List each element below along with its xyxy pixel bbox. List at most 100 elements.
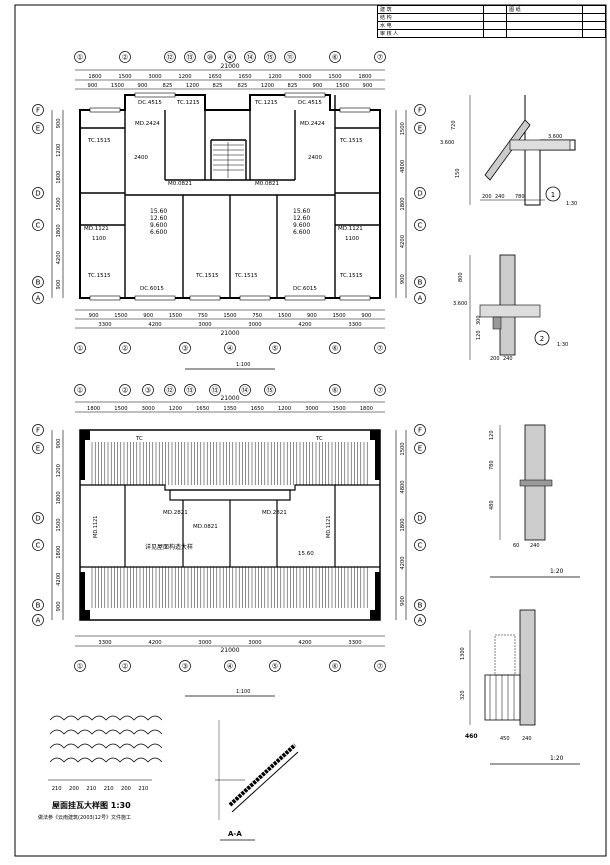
plan1-axis-top-label: ⑩ xyxy=(207,54,213,62)
plan2-dim-right: 4200 xyxy=(400,556,406,569)
plan1-dim-left: 1200 xyxy=(56,144,62,157)
title-block-row: 建 筑图 纸 xyxy=(376,5,606,14)
plan1-dim-right: 1500 xyxy=(400,122,406,135)
plan1-dim-bot1: 1500 xyxy=(114,313,127,319)
plan2-dim-left: 1800 xyxy=(56,546,62,559)
d3-dim-780: 780 xyxy=(489,460,495,470)
plan1-axis-left-label: A xyxy=(36,295,41,303)
d4-scale: 1:20 xyxy=(550,755,564,762)
plan1-axis-top-bubble xyxy=(224,51,236,63)
plan2-dim-left: 4200 xyxy=(56,573,62,586)
title-block-cell-col4 xyxy=(582,13,606,22)
plan2-dim-top: 3000 xyxy=(305,406,318,412)
plan2-axis-top-bubble xyxy=(164,384,176,396)
plan2-axis-right-label: D xyxy=(417,515,422,523)
d4-dim-450: 450 xyxy=(500,736,510,742)
plan1-axis-top-label: ⑭ xyxy=(247,54,254,62)
label-tc1215-right: TC.1215 xyxy=(254,100,278,106)
label-level-roof: 15.60 xyxy=(298,551,314,557)
plan1-axis-top-bubble xyxy=(164,51,176,63)
plan2-axis-top-bubble xyxy=(264,384,276,396)
plan2-axis-top-label: ⑥ xyxy=(332,387,338,395)
plan2-axis-bottom-bubble xyxy=(329,660,341,672)
plan2-dim-top: 1500 xyxy=(114,406,127,412)
plan1-axis-bottom-bubble xyxy=(374,342,386,354)
plan1-axis-top-label: ⑥ xyxy=(332,54,338,62)
plan2-dim-total-top: 21000 xyxy=(220,395,239,402)
plan2-axis-left-label: E xyxy=(36,445,40,453)
plan2-axis-top-label: ⑭ xyxy=(242,387,249,395)
tile-dim: 210 xyxy=(52,786,62,792)
plan2-dim-top: 1200 xyxy=(169,406,182,412)
title-block-cell-col2 xyxy=(483,13,508,22)
plan2-axis-right-label: F xyxy=(418,427,422,435)
plan2-axis-left-label: B xyxy=(36,602,41,610)
d1-scale: 1:30 xyxy=(566,201,577,207)
plan2-dim-left: 1500 xyxy=(56,518,62,531)
plan2-axis-bottom-bubble xyxy=(179,660,191,672)
d1-detail-bubble xyxy=(545,186,561,202)
plan2-dim-top: 1500 xyxy=(332,406,345,412)
d3-dim-480: 480 xyxy=(489,500,495,510)
plan1-axis-left-bubble xyxy=(32,219,44,231)
plan1-axis-left-bubble xyxy=(32,276,44,288)
d4-dim-240: 240 xyxy=(522,736,532,742)
title-block: 建 筑图 纸结 构水 电审 核 人 xyxy=(376,5,606,38)
d2-dim-300: 300 xyxy=(476,315,482,325)
plan2-axis-top-bubble xyxy=(329,384,341,396)
level-12-60-right: 12.60 xyxy=(293,215,310,222)
plan2-axis-top-bubble xyxy=(184,384,196,396)
plan1-dim-bot2: 4200 xyxy=(298,322,311,328)
d2-detail-bubble xyxy=(534,330,550,346)
plan1-axis-bottom-bubble xyxy=(329,342,341,354)
plan1-axis-top-bubble xyxy=(264,51,276,63)
d1-dim-150: 150 xyxy=(455,168,461,178)
plan1-axis-right-label: F xyxy=(418,107,422,115)
plan2-axis-bottom-label: ③ xyxy=(182,663,188,671)
plan2-dim-left: 1200 xyxy=(56,464,62,477)
d4-dim-320: 320 xyxy=(460,690,466,700)
d2-dim-3600: 3.600 xyxy=(453,301,467,307)
plan2-axis-bottom-label: ⑥ xyxy=(332,663,338,671)
plan1-axis-bottom-label: ① xyxy=(77,345,83,353)
plan1-axis-right-bubble xyxy=(414,104,426,116)
d4-dim-1300: 1300 xyxy=(460,647,466,660)
plan1-dim-bot1: 1500 xyxy=(169,313,182,319)
plan1-dim-right: 1800 xyxy=(400,197,406,210)
plan1-axis-right-label: A xyxy=(418,295,423,303)
plan1-dim-top1: 1500 xyxy=(118,74,131,80)
plan1-dim-right: 4200 xyxy=(400,235,406,248)
title-block-cell-label: 审 核 人 xyxy=(376,29,485,38)
plan2-axis-bottom-label: ① xyxy=(77,663,83,671)
level-12-60-left: 12.60 xyxy=(150,215,167,222)
label-dc4515-left: DC.4515 xyxy=(138,100,162,106)
plan2-axis-right-bubble xyxy=(414,424,426,436)
plan2-dim-top: 1650 xyxy=(251,406,264,412)
plan2-dim-bot: 3000 xyxy=(248,640,261,646)
plan1-axis-top-label: ⑦ xyxy=(377,54,383,62)
plan2-dim-right: 1800 xyxy=(400,518,406,531)
plan1-axis-left-label: F xyxy=(36,107,40,115)
level-6-600-right: 6.600 xyxy=(293,229,310,236)
label-md2821-right: MD.2821 xyxy=(262,510,287,516)
label-m0821-left: M0.0821 xyxy=(168,181,192,187)
title-block-cell-col4 xyxy=(582,29,606,38)
detail-1: 720 3.600 3.600 150 200 240 780 1 1:30 xyxy=(440,95,577,207)
plan2-axis-right-bubble xyxy=(414,442,426,454)
plan1-axis-right-bubble xyxy=(414,187,426,199)
plan1-dim-bot1: 1500 xyxy=(332,313,345,319)
plan1-dim-left: 4200 xyxy=(56,251,62,264)
plan2-axis-left-label: F xyxy=(36,427,40,435)
plan2-axis-bottom-bubble xyxy=(74,660,86,672)
label-width-2400-right: 2400 xyxy=(308,155,322,161)
